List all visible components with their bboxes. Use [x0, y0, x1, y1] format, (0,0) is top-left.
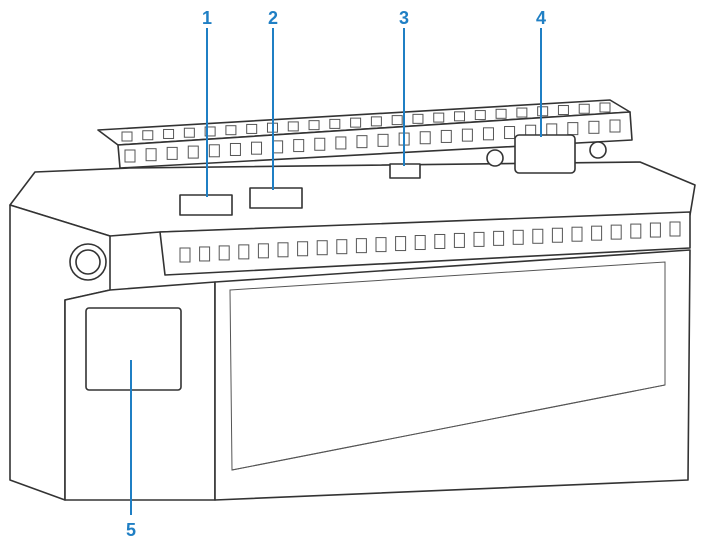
- terminal-slot: [395, 236, 407, 252]
- terminal-slot: [504, 126, 516, 140]
- terminal-slot: [412, 113, 424, 124]
- terminal-slot: [370, 116, 382, 127]
- terminal-slot: [336, 239, 348, 255]
- terminal-slot: [557, 105, 569, 116]
- terminal-slot: [356, 135, 368, 149]
- terminal-slot: [588, 120, 600, 134]
- terminal-slot: [377, 133, 389, 147]
- terminal-slot: [121, 131, 133, 142]
- terminal-slot: [591, 225, 603, 241]
- terminal-slot: [516, 107, 528, 118]
- terminal-slot: [350, 117, 362, 128]
- terminal-slot: [124, 149, 136, 163]
- terminal-slot: [187, 145, 199, 159]
- rear-terminal-block: [97, 99, 633, 169]
- terminal-slot: [454, 111, 466, 122]
- terminal-slot: [297, 241, 309, 257]
- mounting-screw-inner: [75, 249, 101, 275]
- terminal-slot: [163, 128, 175, 139]
- terminal-slot: [649, 222, 661, 238]
- terminal-slot: [599, 102, 611, 113]
- terminal-slot: [440, 129, 452, 143]
- terminal-slot: [355, 238, 367, 254]
- terminal-slot: [199, 246, 211, 262]
- callout-3: 3: [399, 8, 409, 28]
- terminal-slot: [419, 131, 431, 145]
- terminal-slot: [316, 240, 328, 256]
- terminal-slot: [578, 103, 590, 114]
- serial-port-2: [249, 187, 303, 209]
- terminal-slot: [493, 230, 505, 246]
- terminal-slot: [208, 144, 220, 158]
- terminal-slot: [669, 221, 681, 237]
- terminal-slot: [314, 137, 326, 151]
- terminal-slot: [571, 226, 583, 242]
- terminal-slot: [287, 121, 299, 132]
- terminal-slot: [238, 244, 250, 260]
- terminal-slot: [179, 247, 191, 263]
- callout-5: 5: [126, 520, 136, 540]
- terminal-slot: [142, 130, 154, 141]
- terminal-slot: [218, 245, 230, 261]
- terminal-slot: [277, 242, 289, 258]
- terminal-slot: [375, 237, 387, 253]
- terminal-slot: [512, 229, 524, 245]
- terminal-slot: [308, 120, 320, 131]
- front-cover-panel: [214, 249, 691, 501]
- terminal-slot: [551, 227, 563, 243]
- terminal-slot: [335, 136, 347, 150]
- callout-1: 1: [202, 8, 212, 28]
- terminal-slot: [537, 106, 549, 117]
- terminal-slot: [414, 235, 426, 251]
- terminal-slot: [251, 141, 263, 155]
- callout-2: 2: [268, 8, 278, 28]
- ethernet-port: [514, 134, 576, 174]
- terminal-slot: [257, 243, 269, 259]
- callout-4: 4: [536, 8, 546, 28]
- terminal-slot: [391, 115, 403, 126]
- terminal-slot: [433, 112, 445, 123]
- terminal-slot: [609, 119, 621, 133]
- connector-post-right: [589, 141, 607, 159]
- label-window: [85, 307, 182, 391]
- terminal-slot: [482, 127, 494, 141]
- terminal-slot: [145, 148, 157, 162]
- terminal-slot: [434, 233, 446, 249]
- terminal-slot: [474, 110, 486, 121]
- terminal-slot: [610, 224, 622, 240]
- terminal-slot: [453, 232, 465, 248]
- terminal-slot: [461, 128, 473, 142]
- terminal-slot: [495, 108, 507, 119]
- terminal-slot: [225, 125, 237, 136]
- terminal-slot: [473, 231, 485, 247]
- connector-post-left: [486, 149, 504, 167]
- serial-port-1: [179, 194, 233, 216]
- terminal-slot: [204, 126, 216, 137]
- terminal-slot: [229, 142, 241, 156]
- terminal-slot: [532, 228, 544, 244]
- terminal-slot: [183, 127, 195, 138]
- terminal-slot: [329, 118, 341, 129]
- usb-port: [389, 163, 421, 179]
- terminal-slot: [630, 223, 642, 239]
- terminal-slot: [166, 146, 178, 160]
- terminal-slot: [246, 123, 258, 134]
- terminal-slot: [293, 139, 305, 153]
